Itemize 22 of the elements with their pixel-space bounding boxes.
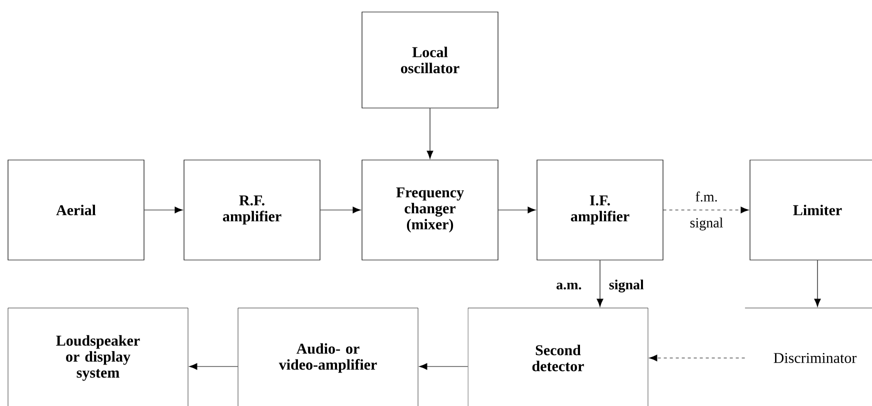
edge-label: a.m. signal [556,280,644,292]
block-box: R.F. amplifier [184,160,320,260]
block-box: Local oscillator [362,12,498,108]
arrow [426,108,434,159]
arrow [498,206,536,214]
block-box: Loudspeaker or display system [8,308,188,406]
block-box: I.F. amplifier [536,160,664,260]
block-box: Frequency changer (mixer) [362,160,498,260]
block-box: Aerial [8,160,144,260]
arrow [189,363,238,370]
edge-label: f.m. signal [690,192,723,230]
arrow [320,206,361,214]
arrow [144,206,183,214]
arrow [649,354,746,362]
arrow [663,206,749,214]
block-box: Audio- or video-amplifier [238,308,418,406]
arrow [596,260,604,307]
arrow [814,260,821,307]
arrow [419,363,468,370]
block-box: Limiter [750,160,872,260]
block-box: Second detector [468,308,648,406]
block-box: Discriminator [744,308,872,364]
